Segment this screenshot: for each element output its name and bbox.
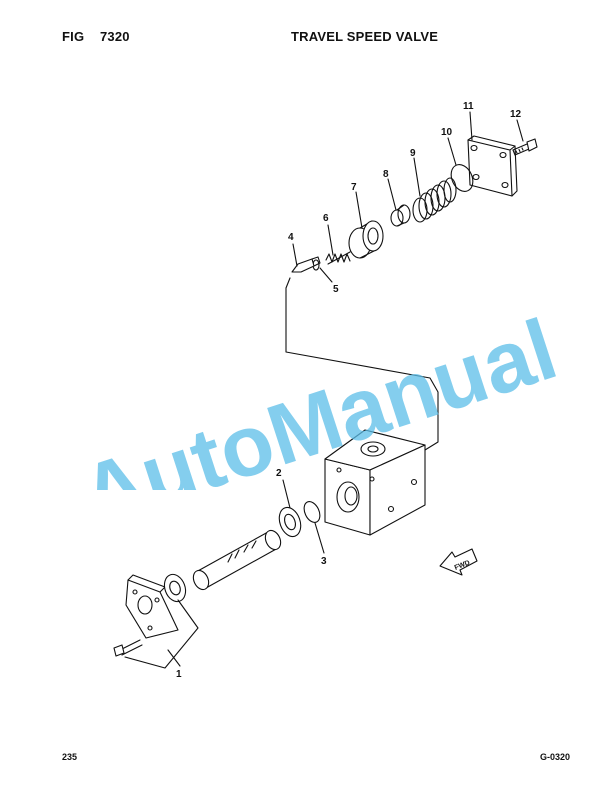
callout-1: 1	[176, 669, 182, 680]
callout-4: 4	[288, 232, 294, 243]
spring-seat-part	[390, 204, 411, 227]
cover-plate-part	[467, 135, 518, 197]
page-number: 235	[62, 752, 78, 762]
sleeve-part	[348, 220, 384, 259]
spool-part	[192, 529, 282, 591]
callout-9: 9	[410, 148, 416, 159]
callout-12: 12	[510, 109, 522, 120]
fig-number: 7320	[100, 29, 130, 44]
drawing-code: G-0320	[540, 752, 571, 762]
body-o-ring-part	[303, 501, 321, 523]
fwd-arrow-outline	[439, 548, 478, 576]
callout-5: 5	[333, 284, 339, 295]
cap-screw-part	[512, 138, 538, 156]
callout-7: 7	[351, 182, 357, 193]
callout-11: 11	[463, 101, 474, 112]
spring-part	[412, 177, 457, 223]
callout-6: 6	[323, 213, 329, 224]
callout-10: 10	[441, 127, 453, 138]
flange-part	[113, 573, 199, 669]
page-title: TRAVEL SPEED VALVE	[291, 29, 439, 44]
valve-body-part	[324, 429, 426, 536]
small-spring-part	[325, 251, 351, 265]
seal-ring-part	[278, 506, 302, 538]
fig-label: FIG	[62, 29, 85, 44]
callout-8: 8	[383, 169, 389, 180]
callout-2: 2	[276, 468, 282, 479]
callout-3: 3	[321, 556, 327, 567]
flow-line-left	[285, 277, 439, 451]
